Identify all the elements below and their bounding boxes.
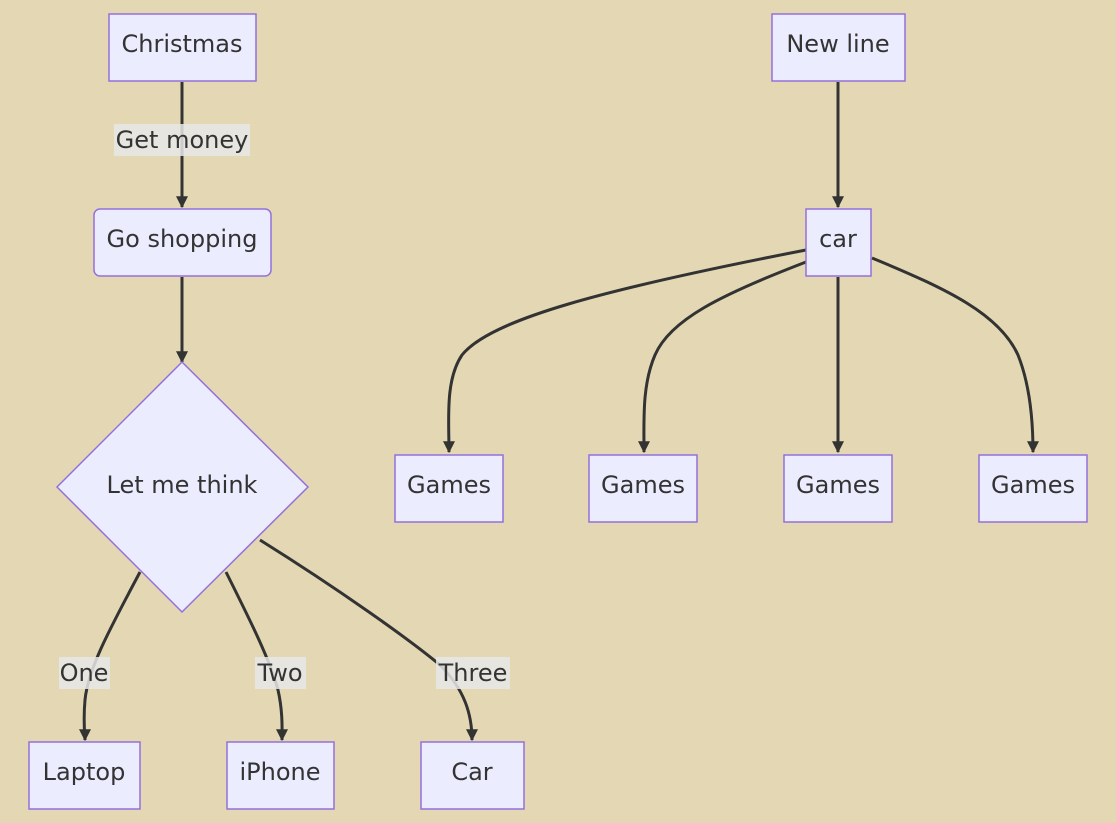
- edge-car-to-games-1: [442, 248, 807, 454]
- edge-label-one: One: [59, 657, 110, 689]
- node-new-line: New line: [771, 13, 906, 82]
- node-games-1: Games: [394, 454, 504, 523]
- svg-text:iPhone: iPhone: [239, 758, 320, 786]
- edge-decision-to-car: [259, 538, 478, 742]
- svg-text:Let me think: Let me think: [107, 471, 258, 499]
- node-laptop: Laptop: [28, 741, 141, 810]
- svg-text:Games: Games: [601, 471, 685, 499]
- svg-text:Go shopping: Go shopping: [107, 225, 258, 253]
- svg-text:One: One: [60, 659, 109, 687]
- svg-text:Car: Car: [451, 758, 492, 786]
- svg-text:Laptop: Laptop: [43, 758, 126, 786]
- node-go-shopping: Go shopping: [93, 208, 272, 277]
- svg-text:Two: Two: [257, 659, 303, 687]
- svg-text:Get money: Get money: [116, 126, 249, 154]
- node-car: car: [805, 208, 872, 277]
- edge-label-three: Three: [436, 657, 510, 689]
- edge-car-to-games-4: [871, 256, 1039, 454]
- node-games-2: Games: [588, 454, 698, 523]
- edge-car-to-games-2: [637, 260, 807, 454]
- node-games-3: Games: [783, 454, 893, 523]
- edge-decision-to-iphone: [224, 571, 289, 742]
- svg-text:Games: Games: [796, 471, 880, 499]
- svg-text:Three: Three: [438, 659, 508, 687]
- svg-text:New line: New line: [786, 30, 889, 58]
- svg-text:Christmas: Christmas: [121, 30, 242, 58]
- svg-text:Games: Games: [991, 471, 1075, 499]
- node-iphone: iPhone: [226, 741, 335, 810]
- node-car-result: Car: [420, 741, 525, 810]
- svg-text:Games: Games: [407, 471, 491, 499]
- edge-decision-to-laptop: [78, 571, 142, 742]
- node-games-4: Games: [978, 454, 1088, 523]
- edge-label-get-money: Get money: [114, 124, 250, 156]
- node-christmas: Christmas: [108, 13, 257, 82]
- node-let-me-think: Let me think: [55, 360, 310, 614]
- edge-label-two: Two: [255, 657, 306, 689]
- svg-text:car: car: [819, 225, 857, 253]
